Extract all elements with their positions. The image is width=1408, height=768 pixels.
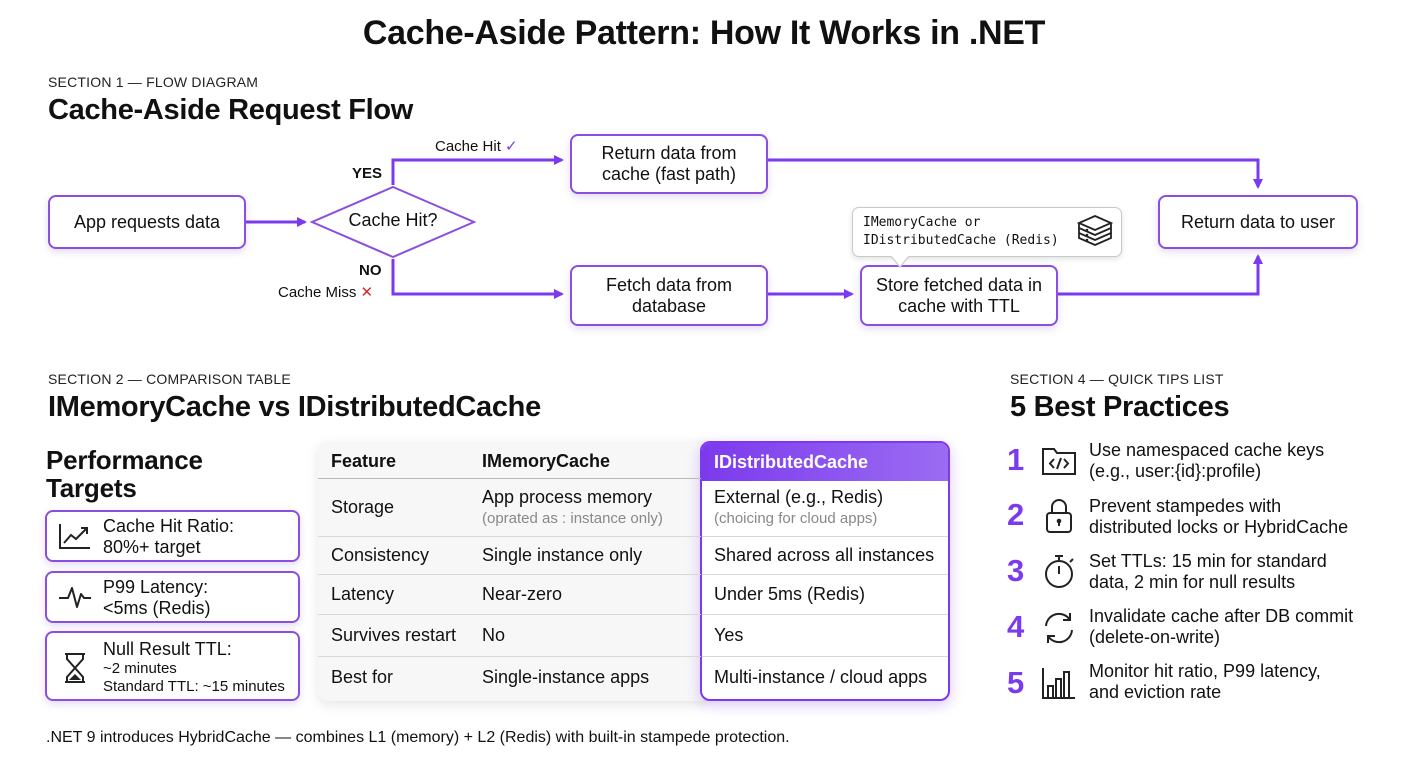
cell-feature-restart: Survives restart	[331, 625, 457, 645]
cell-distributed-storage: External (e.g., Redis) (choicing for clo…	[714, 487, 884, 527]
arrow-cache-to-user	[768, 158, 1263, 189]
section1-label: SECTION 1 — FLOW DIAGRAM	[48, 74, 259, 90]
fetch-db-node: Fetch data from database	[570, 265, 768, 326]
tip-2: Prevent stampedes with distributed locks…	[1089, 496, 1349, 537]
distributed-column: IDistributedCache	[700, 441, 950, 701]
trending-up-icon	[59, 524, 90, 549]
cell-memory-consistency: Single instance only	[482, 545, 643, 565]
cache-type-callout: IMemoryCache or IDistributedCache (Redis…	[852, 207, 1122, 257]
tip-1: Use namespaced cache keys (e.g., user:{i…	[1089, 440, 1325, 481]
arrow-yes-branch	[391, 155, 564, 185]
card-cache-hit-ratio: Cache Hit Ratio: 80%+ target	[45, 510, 300, 562]
arrow-no-branch	[391, 259, 564, 299]
return-user-node: Return data to user	[1158, 195, 1358, 249]
tip-number-4: 4	[1007, 609, 1025, 644]
arrow-store-to-user	[1058, 254, 1263, 296]
cell-feature-consistency: Consistency	[331, 545, 430, 565]
distributed-header: IDistributedCache	[702, 443, 948, 481]
code-folder-icon	[1042, 448, 1076, 475]
refresh-icon	[1045, 612, 1073, 644]
footer-note: .NET 9 introduces HybridCache — combines…	[46, 729, 790, 746]
yes-label: YES	[352, 165, 383, 182]
tip-number-2: 2	[1007, 497, 1025, 532]
lock-icon	[1046, 499, 1072, 533]
stopwatch-icon	[1045, 555, 1074, 588]
store-cache-node: Store fetched data in cache with TTL	[860, 265, 1058, 326]
cell-distributed-restart: Yes	[714, 625, 744, 645]
heartbeat-icon	[59, 587, 91, 608]
tip-5: Monitor hit ratio, P99 latency, and evic…	[1089, 661, 1321, 702]
cross-icon: ✕	[360, 284, 374, 301]
card-p99-latency: P99 Latency: <5ms (Redis)	[45, 571, 300, 623]
app-requests-label: App requests data	[73, 211, 221, 232]
check-icon: ✓	[505, 138, 518, 155]
section1-title: Cache-Aside Request Flow	[48, 94, 414, 126]
page-title: Cache-Aside Pattern: How It Works in .NE…	[362, 14, 1046, 52]
decision-diamond	[309, 185, 477, 259]
cell-distributed-bestfor: Multi-instance / cloud apps	[714, 667, 928, 687]
decision-label: Cache Hit?	[348, 210, 438, 230]
cell-feature-storage: Storage	[331, 497, 395, 517]
bar-chart-icon	[1042, 668, 1075, 699]
cell-memory-storage: App process memory (oprated as : instanc…	[482, 487, 663, 527]
tip-4: Invalidate cache after DB commit (delete…	[1089, 606, 1354, 647]
header-memory: IMemoryCache	[482, 451, 611, 471]
section2-title: IMemoryCache vs IDistributedCache	[48, 391, 541, 423]
cell-memory-latency: Near-zero	[482, 584, 563, 604]
cell-feature-latency: Latency	[331, 584, 395, 604]
performance-targets-title: Performance Targets	[46, 445, 203, 503]
tip-number-1: 1	[1007, 442, 1025, 477]
return-cache-node: Return data from cache (fast path)	[570, 134, 768, 194]
section4-label: SECTION 4 — QUICK TIPS LIST	[1010, 371, 1224, 387]
tip-number-3: 3	[1007, 553, 1025, 588]
cache-miss-label: Cache Miss ✕	[278, 284, 374, 301]
cell-memory-bestfor: Single-instance apps	[482, 667, 650, 687]
comparison-table	[318, 441, 710, 701]
section4-title: 5 Best Practices	[1010, 391, 1230, 423]
cache-hit-label: Cache Hit ✓	[435, 138, 518, 155]
section2-label: SECTION 2 — COMPARISON TABLE	[48, 371, 291, 387]
tip-3: Set TTLs: 15 min for standard data, 2 mi…	[1089, 551, 1327, 592]
app-requests-node: App requests data	[48, 195, 246, 249]
cell-memory-restart: No	[482, 625, 506, 645]
header-feature: Feature	[331, 451, 397, 471]
hourglass-icon	[65, 653, 85, 683]
cell-feature-bestfor: Best for	[331, 667, 394, 687]
no-label: NO	[359, 262, 382, 279]
card-null-result-ttl: Null Result TTL: ~2 minutes Standard TTL…	[45, 631, 300, 701]
tip-number-5: 5	[1007, 665, 1025, 700]
database-server-icon	[1076, 215, 1114, 246]
cell-distributed-consistency: Shared across all instances	[714, 545, 935, 565]
cell-distributed-latency: Under 5ms (Redis)	[714, 584, 866, 604]
